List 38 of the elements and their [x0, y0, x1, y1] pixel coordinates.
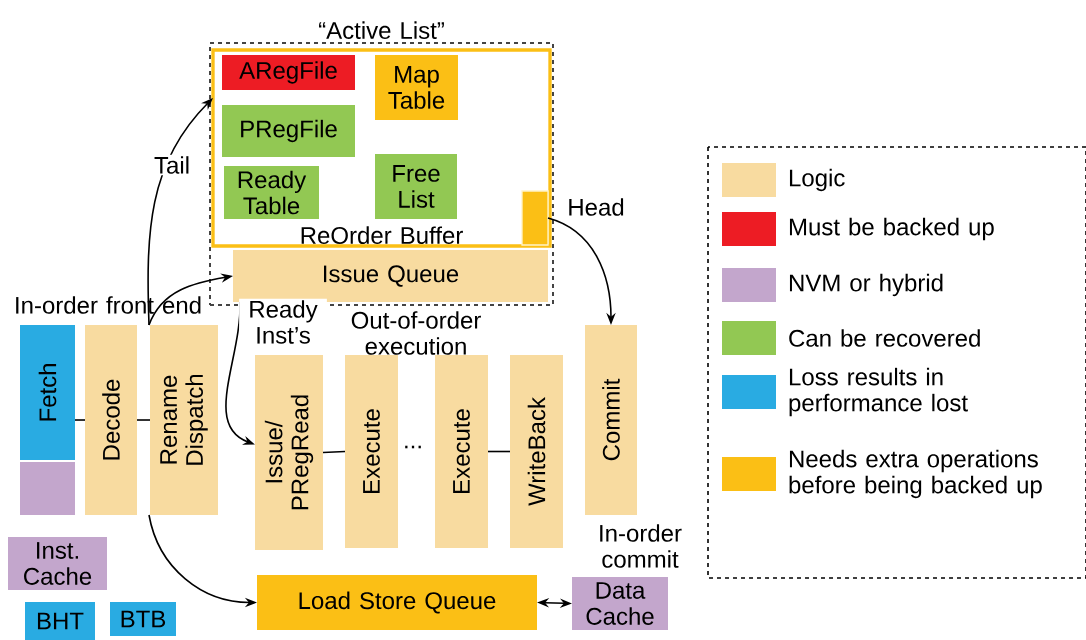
- list-box: Free List: [375, 154, 457, 219]
- cache-box: Inst. Cache: [8, 537, 107, 590]
- table-box: BTB: [110, 602, 176, 636]
- stage-box: Issue/ PRegRead: [255, 355, 323, 550]
- stage-box: Commit: [585, 325, 637, 515]
- node-label: “Active List”: [319, 21, 444, 39]
- text-label: In-order commit: [600, 524, 682, 568]
- table-box: BHT: [25, 602, 95, 640]
- table-box: Map Table: [375, 55, 458, 120]
- legend-label: Must be backed up: [789, 217, 994, 241]
- arrow: [147, 98, 213, 326]
- cache-box: Data Cache: [572, 577, 668, 630]
- stage-box: WriteBack: [510, 355, 563, 548]
- table-box: Ready Table: [224, 166, 319, 219]
- register-box: ARegFile: [222, 55, 355, 90]
- text-label: Out-of-order execution: [351, 311, 481, 355]
- connector-line: [322, 450, 346, 454]
- edge-label: Head: [566, 196, 626, 218]
- stage-box: Execute: [345, 355, 398, 548]
- legend-label: Loss results in performance lost: [789, 367, 968, 417]
- legend-label: Can be recovered: [789, 329, 980, 347]
- legend-label: NVM or hybrid: [789, 273, 943, 297]
- connector-line: [136, 419, 151, 421]
- connector-line: [74, 419, 86, 421]
- queue-box: Load Store Queue: [257, 575, 537, 630]
- connector-line: [487, 450, 511, 453]
- edge-label: Ready Inst’s: [239, 298, 327, 346]
- legend-label: Needs extra operations before being backed up: [789, 449, 1042, 499]
- memory-box: [20, 462, 75, 515]
- stage-box: Execute: [435, 355, 488, 548]
- legend-label: Logic: [789, 168, 845, 192]
- edge-label: Tail: [152, 154, 192, 176]
- text-label: ...: [405, 445, 421, 449]
- pointer-bar: [521, 190, 549, 246]
- stage-box: Rename Dispatch: [150, 325, 218, 515]
- stage-box: Fetch: [20, 325, 75, 460]
- stage-box: Decode: [85, 325, 137, 515]
- register-box: PRegFile: [222, 105, 355, 157]
